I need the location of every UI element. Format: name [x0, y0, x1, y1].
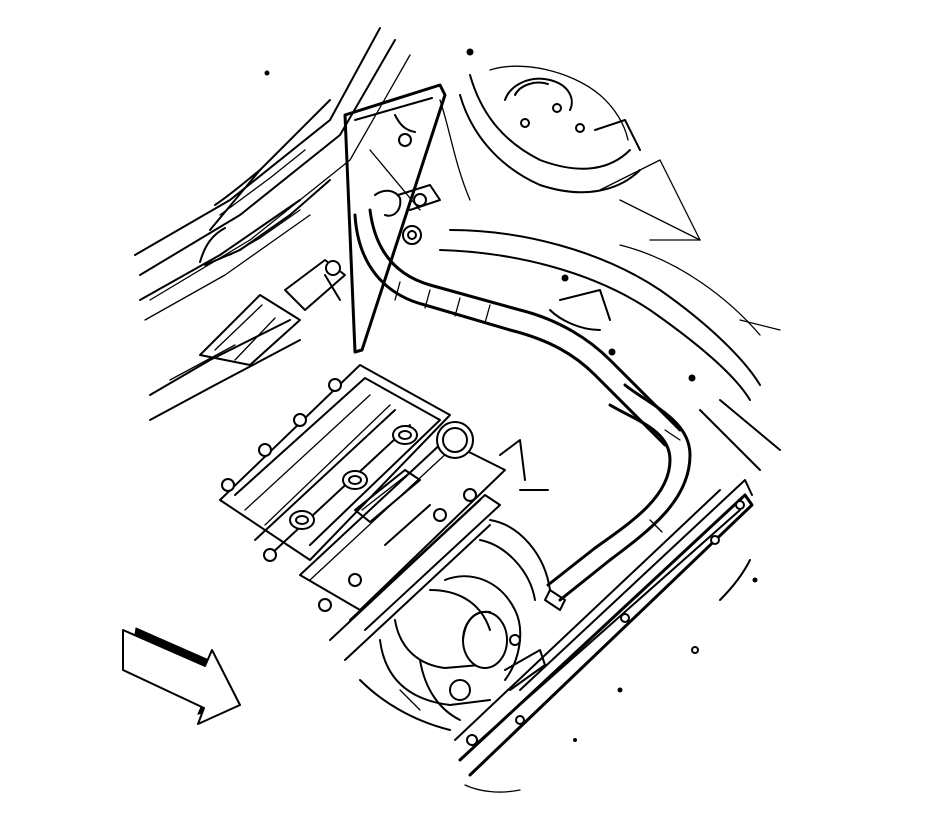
engine-valve-cover	[219, 364, 549, 661]
thermostat-housing	[359, 519, 551, 731]
left-fender-panel	[134, 27, 411, 421]
view-direction-arrow-icon	[122, 627, 241, 725]
front-crossmember	[454, 479, 754, 793]
strut-tower	[439, 48, 701, 241]
lower-left-mount	[284, 259, 346, 311]
detail-marks	[264, 70, 758, 742]
right-frame-rail	[439, 229, 781, 471]
shock-mount-bracket	[343, 83, 447, 354]
upper-hose	[353, 184, 682, 447]
lower-hose-loop	[544, 383, 692, 611]
